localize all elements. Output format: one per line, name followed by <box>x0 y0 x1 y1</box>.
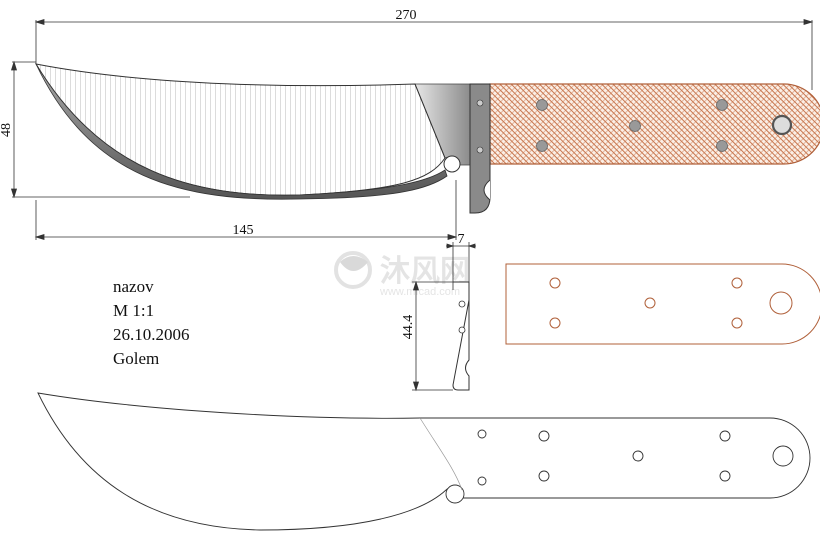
blade-length-label: 145 <box>233 223 254 238</box>
handle-pins <box>536 99 728 152</box>
watermark-logo-icon <box>334 251 372 289</box>
guard-height-label: 44.4 <box>401 315 416 340</box>
guard-profile <box>452 281 470 391</box>
watermark-url: www.mfcad.com <box>379 286 460 298</box>
overall-length-dimension <box>34 18 814 90</box>
blade-length-dimension <box>34 180 458 241</box>
watermark: 沐风网 www.mfcad.com <box>334 251 470 298</box>
cutting-edge <box>35 63 448 200</box>
blade-height-dimension <box>10 60 190 199</box>
guard-thickness-dimension <box>446 242 476 290</box>
guard-thickness-label: 7 <box>458 232 465 247</box>
drawing-name: nazov <box>113 277 154 296</box>
drawing-scale: M 1:1 <box>113 301 154 320</box>
blade-height-label: 48 <box>0 123 14 137</box>
choil <box>443 155 461 173</box>
overall-length-label: 270 <box>396 8 417 23</box>
title-block: nazov M 1:1 26.10.2006 Golem <box>113 277 190 368</box>
handle-scale <box>489 83 820 165</box>
drawing-author: Golem <box>113 349 159 368</box>
lanyard-hole <box>771 114 793 136</box>
drawing-date: 26.10.2006 <box>113 325 190 344</box>
guard-height-dimension <box>412 280 453 392</box>
handle-scale-detail <box>505 263 820 345</box>
blade-blank-outline <box>37 392 811 531</box>
knife-assembled-view <box>34 63 820 214</box>
guard-detail: 7 44.4 <box>401 232 476 392</box>
blade <box>34 63 446 196</box>
